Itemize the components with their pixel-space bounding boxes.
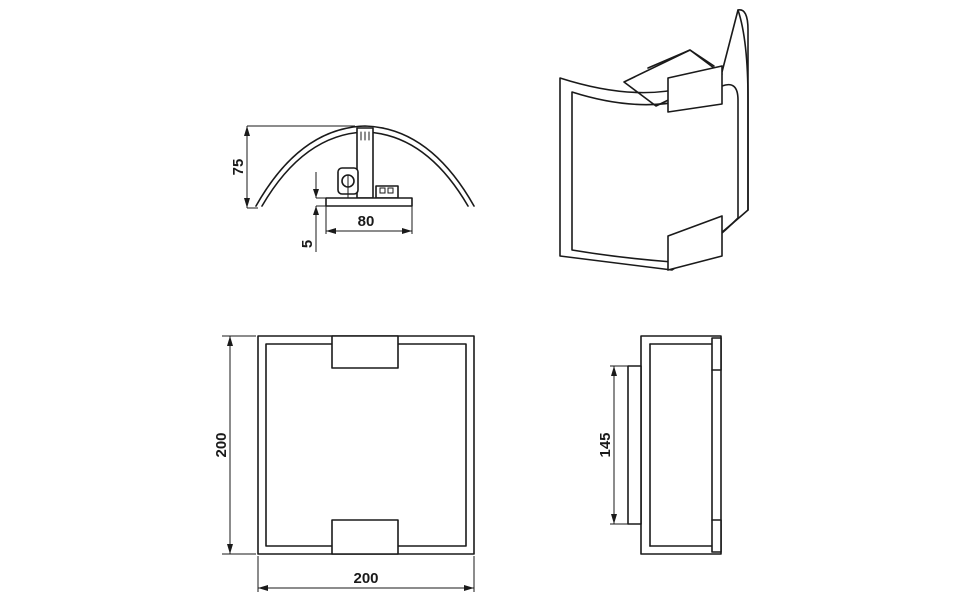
dim-side-offset: 5 (299, 172, 326, 252)
front-view (257, 335, 475, 555)
dim-front-width-label: 200 (353, 570, 378, 587)
dim-front-height: 200 (213, 335, 256, 555)
dim-side-height: 75 (230, 125, 355, 209)
dim-side-width: 80 (325, 206, 413, 234)
side-section-view (255, 125, 475, 207)
dim-profile-height-label: 145 (597, 432, 614, 457)
isometric-view (559, 9, 749, 271)
front-top-clip (331, 335, 399, 369)
front-bottom-clip (331, 519, 399, 555)
dim-front-width: 200 (257, 556, 475, 592)
dim-side-height-label: 75 (230, 159, 247, 176)
dim-profile-height: 145 (597, 365, 628, 525)
dim-side-width-label: 80 (358, 213, 375, 230)
dim-front-height-label: 200 (213, 432, 230, 457)
profile-view (627, 335, 722, 555)
dim-side-offset-label: 5 (299, 240, 316, 248)
